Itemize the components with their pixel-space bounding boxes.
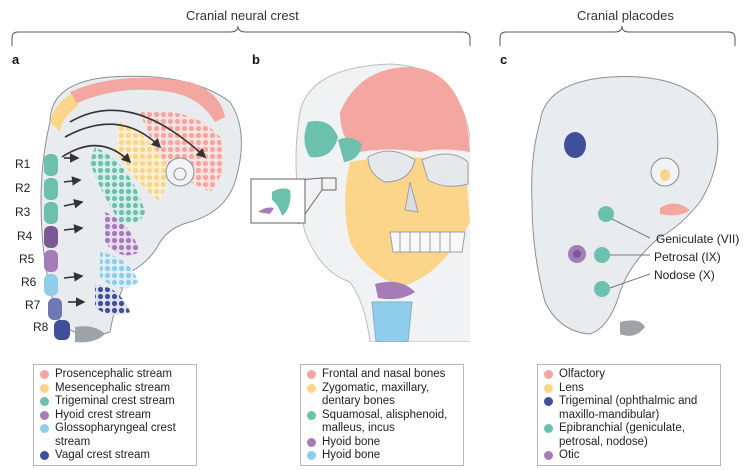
legend-item: Trigeminal crest stream	[40, 395, 190, 409]
panel-a-embryo-illustration	[20, 62, 280, 352]
legend-label: Olfactory	[559, 368, 605, 382]
legend-label: Otic	[559, 449, 579, 463]
legend-item: Epibranchial (geniculate, petrosal, nodo…	[544, 422, 714, 449]
rhombomere-label-r1: R1	[15, 157, 30, 171]
legend-panel-b: Frontal and nasal bones Zygomatic, maxil…	[300, 364, 464, 466]
legend-item: Hyoid bone	[307, 449, 457, 463]
swatch-pink-icon	[307, 370, 316, 379]
legend-label: Mesencephalic stream	[55, 382, 170, 396]
legend-item: Mesencephalic stream	[40, 382, 190, 396]
swatch-pink-icon	[40, 370, 49, 379]
ear-ossicles-inset	[250, 178, 306, 224]
panel-c-embryo-illustration	[520, 62, 730, 352]
rhombomere-label-r7: R7	[25, 298, 40, 312]
legend-label: Hyoid crest stream	[55, 409, 151, 423]
swatch-navy-icon	[40, 451, 49, 460]
legend-label: Zygomatic, maxillary, dentary bones	[322, 382, 457, 409]
rhombomere-label-r6: R6	[21, 275, 36, 289]
legend-label: Vagal crest stream	[55, 449, 150, 463]
rhombomere-label-r5: R5	[19, 252, 34, 266]
rhombomere-label-r8: R8	[33, 320, 48, 334]
label-petrosal: Petrosal (IX)	[654, 250, 721, 264]
rhombomere-label-r2: R2	[15, 181, 30, 195]
legend-item: Prosencephalic stream	[40, 368, 190, 382]
legend-item: Vagal crest stream	[40, 449, 190, 463]
legend-item: Lens	[544, 382, 714, 396]
legend-item: Hyoid bone	[307, 436, 457, 450]
swatch-teal-icon	[307, 411, 316, 420]
legend-label: Frontal and nasal bones	[322, 368, 445, 382]
legend-label: Lens	[559, 382, 584, 396]
swatch-yellow-icon	[307, 384, 316, 393]
legend-item: Olfactory	[544, 368, 714, 382]
header-braces	[0, 0, 745, 60]
rhombomere-label-r4: R4	[17, 229, 32, 243]
swatch-purple-icon	[307, 438, 316, 447]
swatch-teal-icon	[544, 424, 553, 433]
legend-item: Zygomatic, maxillary, dentary bones	[307, 382, 457, 409]
legend-item: Trigeminal (ophthalmic and maxillo-mandi…	[544, 395, 714, 422]
swatch-yellow-icon	[544, 384, 553, 393]
rhombomere-label-r3: R3	[15, 205, 30, 219]
legend-item: Hyoid crest stream	[40, 409, 190, 423]
legend-label: Prosencephalic stream	[55, 368, 172, 382]
legend-panel-a: Prosencephalic stream Mesencephalic stre…	[33, 364, 197, 466]
panel-label-a: a	[12, 52, 19, 67]
swatch-teal-icon	[40, 397, 49, 406]
legend-label: Squamosal, alisphenoid, malleus, incus	[322, 409, 457, 436]
panel-label-c: c	[500, 52, 507, 67]
swatch-yellow-icon	[40, 384, 49, 393]
swatch-pink-icon	[544, 370, 553, 379]
legend-label: Trigeminal crest stream	[55, 395, 175, 409]
swatch-purple-icon	[544, 451, 553, 460]
legend-label: Hyoid bone	[322, 449, 380, 463]
swatch-purple-icon	[40, 411, 49, 420]
legend-label: Hyoid bone	[322, 436, 380, 450]
legend-label: Epibranchial (geniculate, petrosal, nodo…	[559, 422, 714, 449]
legend-item: Squamosal, alisphenoid, malleus, incus	[307, 409, 457, 436]
legend-panel-c: Olfactory Lens Trigeminal (ophthalmic an…	[537, 364, 721, 466]
legend-label: Glossopharyngeal crest stream	[55, 422, 190, 449]
label-geniculate: Geniculate (VII)	[656, 232, 739, 246]
legend-item: Otic	[544, 449, 714, 463]
legend-item: Glossopharyngeal crest stream	[40, 422, 190, 449]
swatch-lightblue-icon	[40, 424, 49, 433]
legend-label: Trigeminal (ophthalmic and maxillo-mandi…	[559, 395, 714, 422]
swatch-navy-icon	[544, 397, 553, 406]
label-nodose: Nodose (X)	[654, 268, 715, 282]
legend-item: Frontal and nasal bones	[307, 368, 457, 382]
swatch-lightblue-icon	[307, 451, 316, 460]
